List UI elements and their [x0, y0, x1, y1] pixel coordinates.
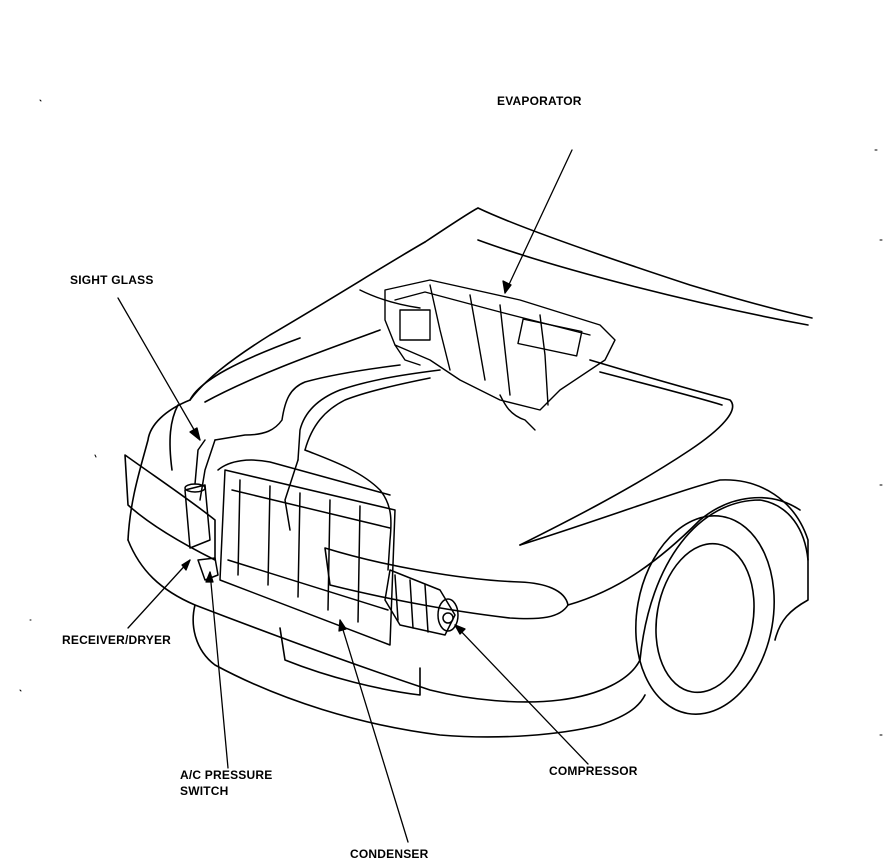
scan-specks	[19, 99, 883, 736]
hood-rear-edge	[477, 239, 809, 326]
receiver-dryer-canister	[184, 439, 211, 549]
front-wheel-tire	[635, 515, 775, 715]
evaporator-label: EVAPORATOR	[497, 94, 582, 108]
windshield-outline	[424, 207, 813, 319]
leader-sight-glass	[117, 297, 201, 441]
front-wheel-rim	[655, 542, 755, 694]
condenser-label: CONDENSER	[350, 847, 429, 861]
right-fender-line	[567, 496, 801, 606]
cowl-panel	[189, 241, 426, 401]
hood-inner-line	[204, 329, 723, 406]
left-fender	[127, 399, 191, 541]
left-headlight	[124, 454, 216, 561]
right-headlight	[324, 547, 569, 620]
evaporator-unit	[359, 279, 616, 431]
compressor-label: COMPRESSOR	[549, 764, 638, 778]
hood-outline	[189, 337, 734, 546]
ac-pressure-switch-label-line1: A/C PRESSURE	[180, 768, 273, 782]
sight-glass-label: SIGHT GLASS	[70, 273, 154, 287]
bumper-grille	[279, 627, 421, 696]
right-fender	[519, 479, 809, 641]
condenser-core	[217, 459, 396, 646]
ac-pressure-switch-part	[197, 557, 219, 581]
leader-evaporator	[504, 149, 573, 294]
leader-ac-pressure-switch	[209, 571, 229, 769]
leader-lines	[117, 149, 589, 843]
front-bumper-bottom	[192, 604, 646, 738]
compressor-unit	[384, 569, 459, 636]
wheel-arch	[639, 499, 809, 661]
leader-receiver-dryer	[127, 559, 191, 629]
left-fender-inner	[169, 404, 179, 471]
leader-compressor	[454, 624, 589, 765]
refrigerant-lines	[199, 364, 441, 571]
receiver-dryer-label: RECEIVER/DRYER	[62, 633, 172, 647]
ac-pressure-switch-label-line2: SWITCH	[180, 784, 229, 798]
leader-condenser	[339, 619, 409, 843]
front-bumper-top	[127, 539, 641, 703]
